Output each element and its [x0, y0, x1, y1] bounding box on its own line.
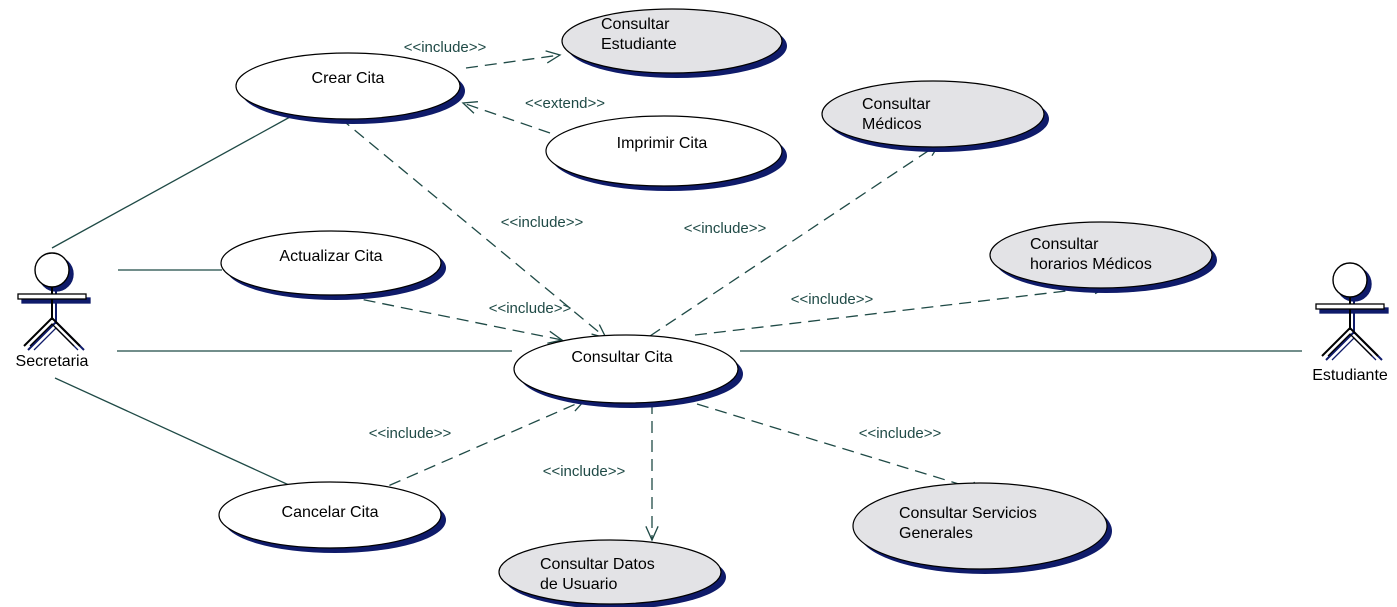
use-case-ellipse [561, 8, 783, 74]
use-case-ellipse [545, 115, 783, 187]
use-case-label: Imprimir Cita [617, 135, 708, 152]
stereotype-label: <<include>> [404, 39, 487, 56]
use-case-crear[interactable]: Crear Cita [235, 52, 465, 124]
dependency-inc-actualizar-cita: <<include>> [344, 295, 572, 344]
use-case-label-line: Consultar [862, 96, 931, 113]
use-case-label: Consultar Cita [571, 349, 672, 366]
dependency-line [339, 117, 607, 339]
use-case-label: Consultar horarios Médicos [1030, 236, 1152, 273]
use-case-label-line: Imprimir Cita [617, 135, 708, 152]
use-case-ellipse [220, 230, 442, 296]
use-case-ellipse [821, 80, 1045, 148]
use-case-label-line: horarios Médicos [1030, 256, 1152, 273]
actor-arms [17, 293, 87, 300]
actor-legs-inner [1327, 333, 1373, 357]
use-case-label: Actualizar Cita [279, 248, 382, 265]
arrowhead [645, 526, 659, 542]
use-case-label-line: Consultar Datos [540, 556, 655, 573]
actor-legs [1325, 330, 1383, 361]
dependency-line [462, 102, 551, 134]
dependency-inc-cita-datos: <<include>> [543, 402, 659, 542]
use-case-label-line: Actualizar Cita [279, 248, 382, 265]
association-secretaria-crear [51, 116, 291, 249]
use-case-label: Crear Cita [312, 70, 385, 87]
arrowhead [461, 101, 478, 114]
use-case-ellipse [989, 221, 1213, 289]
stereotype-label: <<extend>> [525, 95, 605, 112]
stereotype-label: <<include>> [501, 214, 584, 231]
associations [51, 116, 1302, 492]
actor-head [34, 252, 70, 288]
use-case-consultar-cita[interactable]: Consultar Cita [513, 334, 743, 408]
stereotype-label: <<include>> [369, 425, 452, 442]
actor-secretaria[interactable]: Secretaria [16, 252, 91, 370]
stereotype-label: <<include>> [791, 291, 874, 308]
actor-legs [1321, 326, 1379, 357]
stereotype-label: <<include>> [543, 463, 626, 480]
dependency-inc-cita-servicios: <<include>> [696, 403, 987, 495]
use-case-label-line: Consultar [1030, 236, 1099, 253]
use-case-label-line: Crear Cita [312, 70, 385, 87]
use-case-label-line: Consultar [601, 16, 670, 33]
use-case-actualizar[interactable]: Actualizar Cita [220, 230, 446, 300]
use-case-ellipse [218, 481, 442, 549]
use-case-ellipse [235, 52, 461, 120]
stereotype-label: <<include>> [684, 220, 767, 237]
use-case-label-line: Generales [899, 525, 973, 542]
arrowhead [547, 330, 564, 344]
use-case-ellipse [513, 334, 739, 404]
dependency-inc-crear-estudiante: <<include>> [404, 39, 562, 69]
association-secretaria-cancelar [54, 377, 303, 492]
actor-head [1332, 262, 1368, 298]
dependency-line [694, 285, 1109, 336]
use-case-label-line: Médicos [862, 116, 922, 133]
stereotype-label: <<include>> [859, 425, 942, 442]
stereotype-label: <<include>> [489, 300, 572, 317]
dependency-line [696, 403, 986, 493]
dependency-ext-imprimir-crear: <<extend>> [461, 95, 605, 134]
use-case-label-line: Cancelar Cita [282, 504, 379, 521]
use-case-ellipse [498, 539, 722, 605]
use-case-label-line: de Usuario [540, 576, 617, 593]
actor-legs-inner [1331, 337, 1377, 361]
use-case-imprimir[interactable]: Imprimir Cita [545, 115, 787, 191]
dependency-inc-cita-horarios: <<include>> [694, 280, 1110, 336]
dependency-line [371, 399, 586, 494]
use-case-ellipse [852, 482, 1108, 570]
use-case-consultar-horarios[interactable]: Consultar horarios Médicos [989, 221, 1217, 293]
dependency-inc-crear-cita: <<include>> [339, 117, 608, 340]
use-case-label-line: Consultar Servicios [899, 505, 1037, 522]
actor-legs-inner [33, 327, 79, 351]
actor-figure [1315, 262, 1385, 357]
use-case-consultar-datos[interactable]: Consultar Datos de Usuario [498, 539, 726, 607]
use-case-label: Cancelar Cita [282, 504, 379, 521]
dependency-line [649, 142, 941, 337]
actor-arms [1315, 303, 1385, 310]
actor-legs-inner [29, 323, 75, 347]
arrowhead [545, 50, 562, 64]
use-case-label: Consultar Datos de Usuario [540, 556, 655, 593]
use-case-cancelar[interactable]: Cancelar Cita [218, 481, 446, 553]
actor-label: Secretaria [16, 353, 89, 370]
use-case-label-line: Consultar Cita [571, 349, 672, 366]
use-case-label-line: Estudiante [601, 36, 677, 53]
dependency-line [465, 54, 561, 69]
actor-figure [17, 252, 87, 347]
actor-legs [27, 320, 85, 351]
actor-legs [23, 316, 81, 347]
actor-estudiante[interactable]: Estudiante [1312, 262, 1389, 384]
actor-label: Estudiante [1312, 367, 1388, 384]
